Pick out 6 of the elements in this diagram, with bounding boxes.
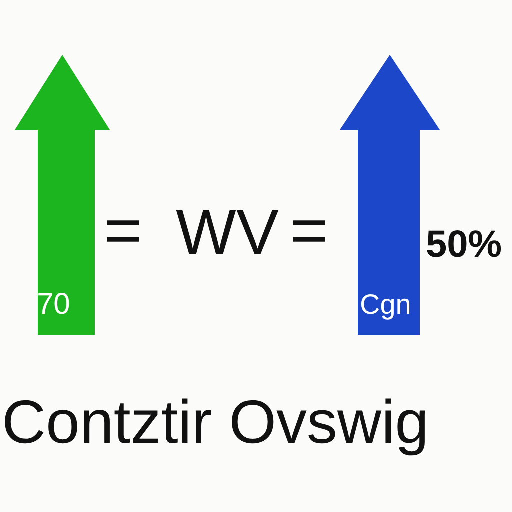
arrow-label: 70 [37, 290, 70, 320]
formula-text: 50% [426, 226, 502, 264]
formula-text: = [290, 197, 329, 263]
arrow-label: Cgn [360, 291, 412, 319]
formula-text: = [104, 197, 143, 263]
formula-text: WV [176, 200, 280, 264]
